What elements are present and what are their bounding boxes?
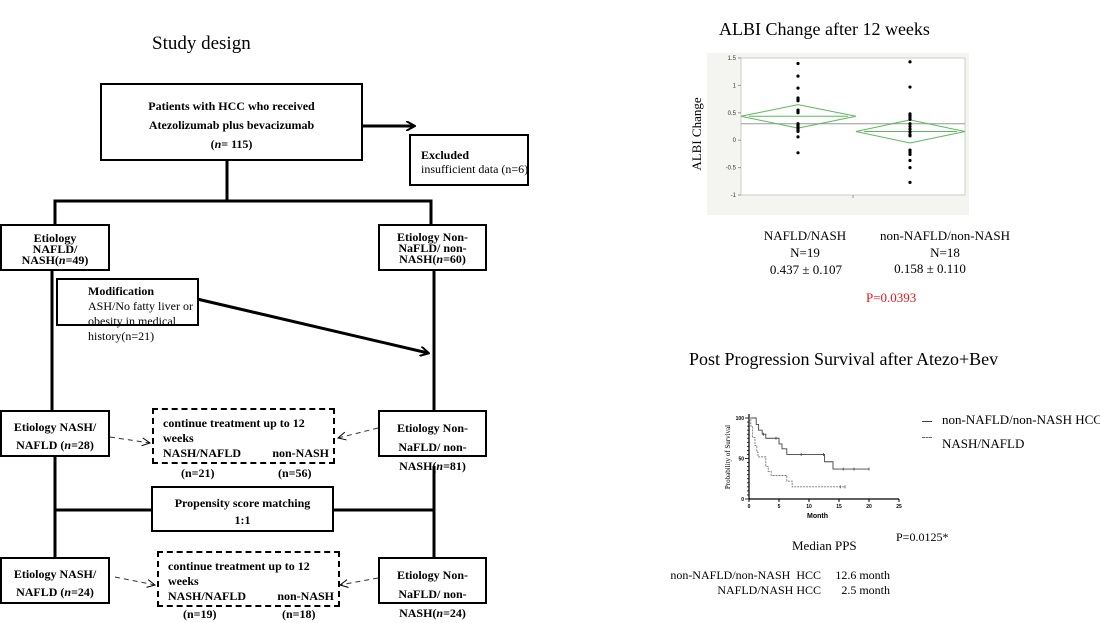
excluded-title: Excluded (421, 148, 470, 162)
continue-1-left-n: (n=21) (181, 466, 215, 480)
km-x-tick-label: 0 (748, 504, 751, 510)
median-row-1-value: 12.6 month (835, 568, 890, 582)
albi-chart-title: ALBI Change after 12 weeks (719, 19, 930, 39)
continue-2-left-group: NASH/NAFLD (168, 589, 247, 603)
dashed-arrow-non2 (338, 427, 379, 438)
etiology-nafld-box-2: Etiology NASH/ NAFLD (n=28) (0, 410, 110, 457)
continue-2-right-group: non-NASH (277, 589, 334, 603)
albi-group-2-n: N=18 (930, 245, 960, 260)
legend-solid-line-icon (922, 421, 932, 422)
median-row-2-value: 2.5 month (841, 583, 890, 597)
albi-group-2-name: non-NAFLD/non-NASH (880, 228, 1010, 243)
top-box-n: (n= 115) (210, 137, 253, 151)
pps-p-value: P=0.0125* (896, 530, 949, 544)
study-design-title: Study design (152, 33, 251, 54)
pps-chart-title: Post Progression Survival after Atezo+Be… (689, 349, 999, 369)
km-y-tick-label: 0 (741, 497, 744, 503)
etiology-nafld-box-3: Etiology NASH/ NAFLD (n=24) (0, 557, 110, 604)
km-legend-label-1: non-NAFLD/non-NASH HCC (942, 412, 1100, 427)
km-y-tick-label: 100 (736, 416, 745, 422)
km-x-tick-label: 5 (778, 504, 781, 510)
top-box-patients: Patients with HCC who received Atezolizu… (100, 83, 363, 161)
propensity-matching-box: Propensity score matching 1:1 (151, 486, 334, 532)
modification-text: ASH/No fatty liver or obesity in medical… (88, 299, 193, 343)
modification-title: Modification (88, 284, 154, 298)
top-box-line2: Atezolizumab plus bevacizumab (148, 118, 315, 132)
etiology-non-box-2: Etiology Non- NaFLD/ non- NASH(n=81) (378, 410, 487, 473)
median-row-1-label: non-NAFLD/non-NASH HCC (670, 568, 821, 582)
km-x-tick-label: 15 (836, 504, 842, 510)
etiology-nafld-box-1: Etiology NAFLD/ NASH(n=49) (0, 224, 110, 271)
dashed-arrow-non3 (340, 577, 379, 585)
excluded-text: insufficient data (n=6) (421, 162, 529, 176)
connector-split (53, 199, 433, 228)
continue-1-left-group: NASH/NAFLD (163, 446, 242, 460)
albi-group-1-name: NAFLD/NASH (763, 228, 847, 243)
continue-1-right-n: (n=56) (278, 466, 312, 480)
km-y-tick-label: 50 (738, 457, 744, 463)
top-box-line1: Patients with HCC who received (148, 99, 315, 113)
albi-group-1-n: N=19 (790, 245, 820, 260)
km-x-tick-label: 10 (806, 504, 812, 510)
km-survival-curve (749, 417, 845, 488)
dashed-arrow-nafld2 (109, 436, 150, 443)
km-y-axis-label: Probability of Survival (724, 424, 732, 490)
median-row-2-label: NAFLD/NASH HCC (717, 583, 821, 597)
median-row-1: non-NAFLD/non-NASH HCC 12.6 month (655, 568, 935, 583)
albi-group-1-stat: 0.437 ± 0.107 (769, 262, 843, 277)
legend-dashed-line-icon (922, 437, 932, 438)
excluded-box: Excluded insufficient data (n=6) (409, 134, 529, 186)
modification-box: Modification ASH/No fatty liver or obesi… (56, 278, 199, 343)
continue-2-left-n: (n=19) (183, 607, 217, 621)
median-row-2: NAFLD/NASH HCC 2.5 month (655, 583, 935, 598)
continue-treatment-box-1: continue treatment up to 12 weeks NASH/N… (152, 408, 335, 464)
dashed-arrow-nafld3 (114, 576, 155, 585)
continue-2-right-n: (n=18) (282, 607, 316, 621)
km-x-axis-label: Month (807, 513, 828, 520)
km-x-tick-label: 25 (896, 504, 902, 510)
albi-plot-background (707, 53, 969, 215)
continue-treatment-box-2: continue treatment up to 12 weeks NASH/N… (157, 551, 340, 607)
flowchart-connectors (50, 0, 436, 619)
albi-group-2-stat: 0.158 ± 0.110 (894, 261, 966, 276)
etiology-non-box-1: Etiology Non- NaFLD/ non- NASH(n=60) (378, 224, 487, 271)
connector-modification-arrow (196, 297, 428, 353)
etiology-non-box-3: Etiology Non- NaFLD/ non- NASH(n=24) (378, 557, 487, 620)
km-survival-curve (749, 417, 869, 470)
km-legend-label-2: NASH/NAFLD (942, 436, 1025, 451)
albi-p-value: P=0.0393 (866, 290, 917, 305)
albi-y-axis-label: ALBI Change (689, 97, 704, 171)
median-pps-title: Median PPS (792, 538, 857, 553)
km-x-tick-label: 20 (866, 504, 872, 510)
continue-1-right-group: non-NASH (272, 446, 329, 460)
